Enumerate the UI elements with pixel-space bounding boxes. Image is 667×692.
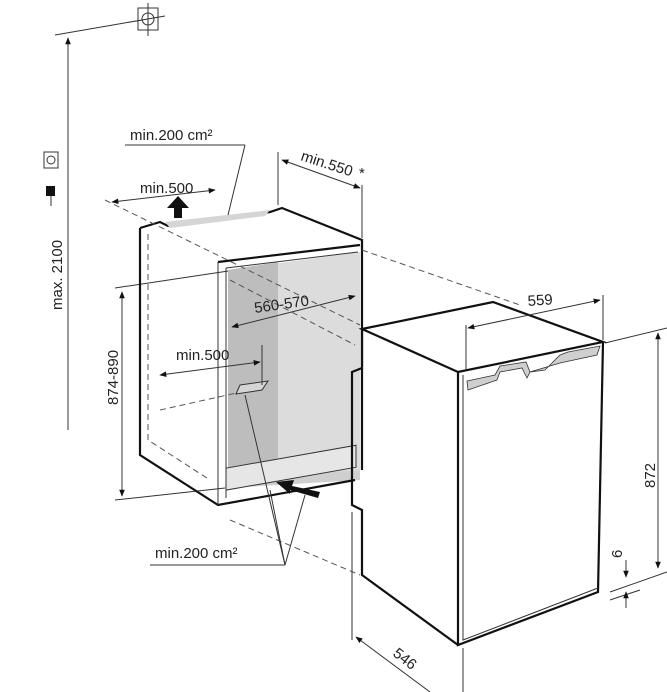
top-vent-area-label: min.200 cm² xyxy=(130,127,213,144)
niche-height-label: 874-890 xyxy=(105,350,122,405)
plug-icon xyxy=(46,186,55,206)
appliance-width-label: 559 xyxy=(527,291,553,310)
ceiling-reference-icon xyxy=(54,3,166,36)
appliance-depth-label: 546 xyxy=(390,645,420,674)
max-height-label: max. 2100 xyxy=(49,240,66,310)
socket-icon xyxy=(43,151,59,169)
plinth-gap-label: 6 xyxy=(609,550,626,558)
air-outlet-arrow-icon xyxy=(167,196,189,218)
depth-note-asterisk: * xyxy=(359,165,365,182)
top-vent-width-label: min.500 xyxy=(140,180,193,197)
air-inlet-arrow-icon xyxy=(276,480,320,498)
door-handle xyxy=(466,345,601,391)
niche-depth-label: min.550 xyxy=(299,148,355,181)
bottom-vent-width-label: min.500 xyxy=(176,347,229,364)
appliance-height-label: 872 xyxy=(642,463,659,488)
appliance xyxy=(350,300,608,647)
bottom-vent-area-label: min.200 cm² xyxy=(155,545,238,562)
